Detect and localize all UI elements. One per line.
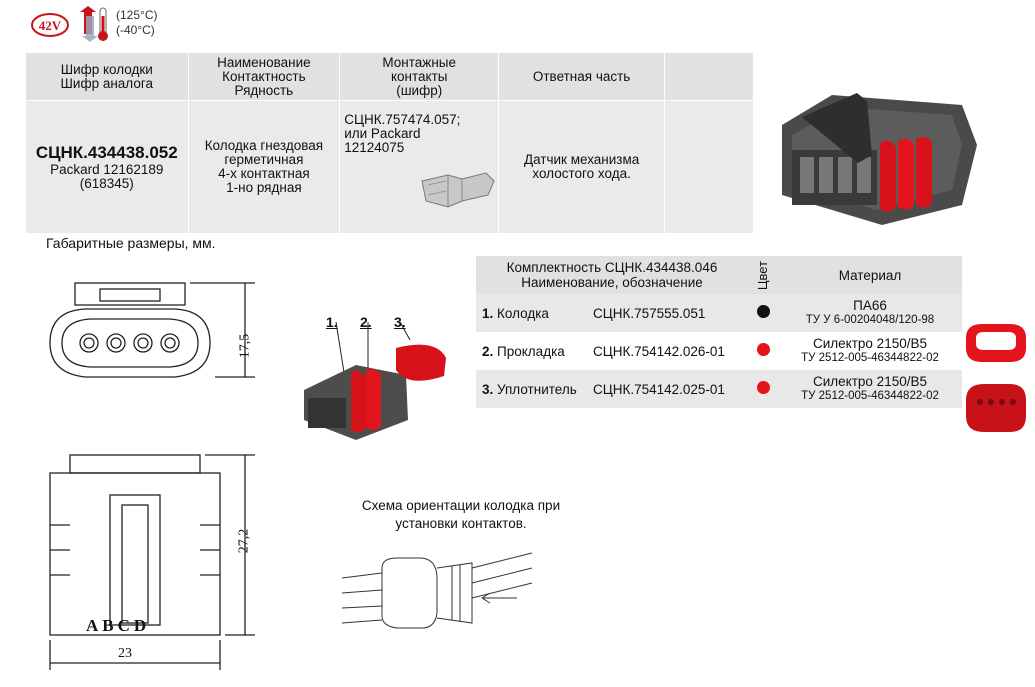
gasket-image xyxy=(966,324,1026,362)
exploded-label-2: 2. xyxy=(360,314,372,330)
connector-code: СЦНК.434438.052 xyxy=(35,143,178,162)
pin-letters: ABCD xyxy=(86,616,151,635)
terminal-image xyxy=(421,172,495,208)
thermometer-icon xyxy=(80,6,108,42)
color-dot-red xyxy=(756,381,770,394)
temp-min: (-40°C) xyxy=(116,23,155,37)
color-dot-black xyxy=(756,305,770,318)
dim-width: 23 xyxy=(118,646,132,661)
color-dot-red xyxy=(756,343,770,356)
cell-code: СЦНК.434438.052 Packard 12162189(618345) xyxy=(25,100,189,234)
orientation-schema-image xyxy=(342,552,533,629)
drawing-front-view xyxy=(49,282,255,378)
parts-header-material: Материал xyxy=(778,256,962,294)
voltage-text: 42V xyxy=(39,18,62,33)
exploded-label-3: 3. xyxy=(394,314,406,330)
temp-max: (125°C) xyxy=(116,8,158,22)
dim-height-side: 27,2 xyxy=(236,528,252,554)
header-mate: Ответная часть xyxy=(498,52,665,101)
voltage-badge: 42V xyxy=(31,13,69,37)
temperature-range: (125°C) (-40°C) xyxy=(116,8,157,38)
drawing-side-view xyxy=(49,454,255,670)
connector-3d-image xyxy=(782,93,977,225)
exploded-view-image xyxy=(304,321,446,440)
header-empty xyxy=(664,52,754,101)
seal-image xyxy=(966,384,1026,432)
dim-height-top: 17,5 xyxy=(237,333,253,359)
exploded-label-1: 1. xyxy=(326,314,338,330)
parts-header-color: Цвет xyxy=(748,256,778,294)
part-row: 2. Прокладка СЦНК.754142.026-01 Силектро… xyxy=(482,336,939,364)
dims-caption: Габаритные размеры, мм. xyxy=(46,235,216,251)
cell-empty xyxy=(664,100,754,234)
part-row: 3. Уплотнитель СЦНК.754142.025-01 Силект… xyxy=(476,370,962,408)
